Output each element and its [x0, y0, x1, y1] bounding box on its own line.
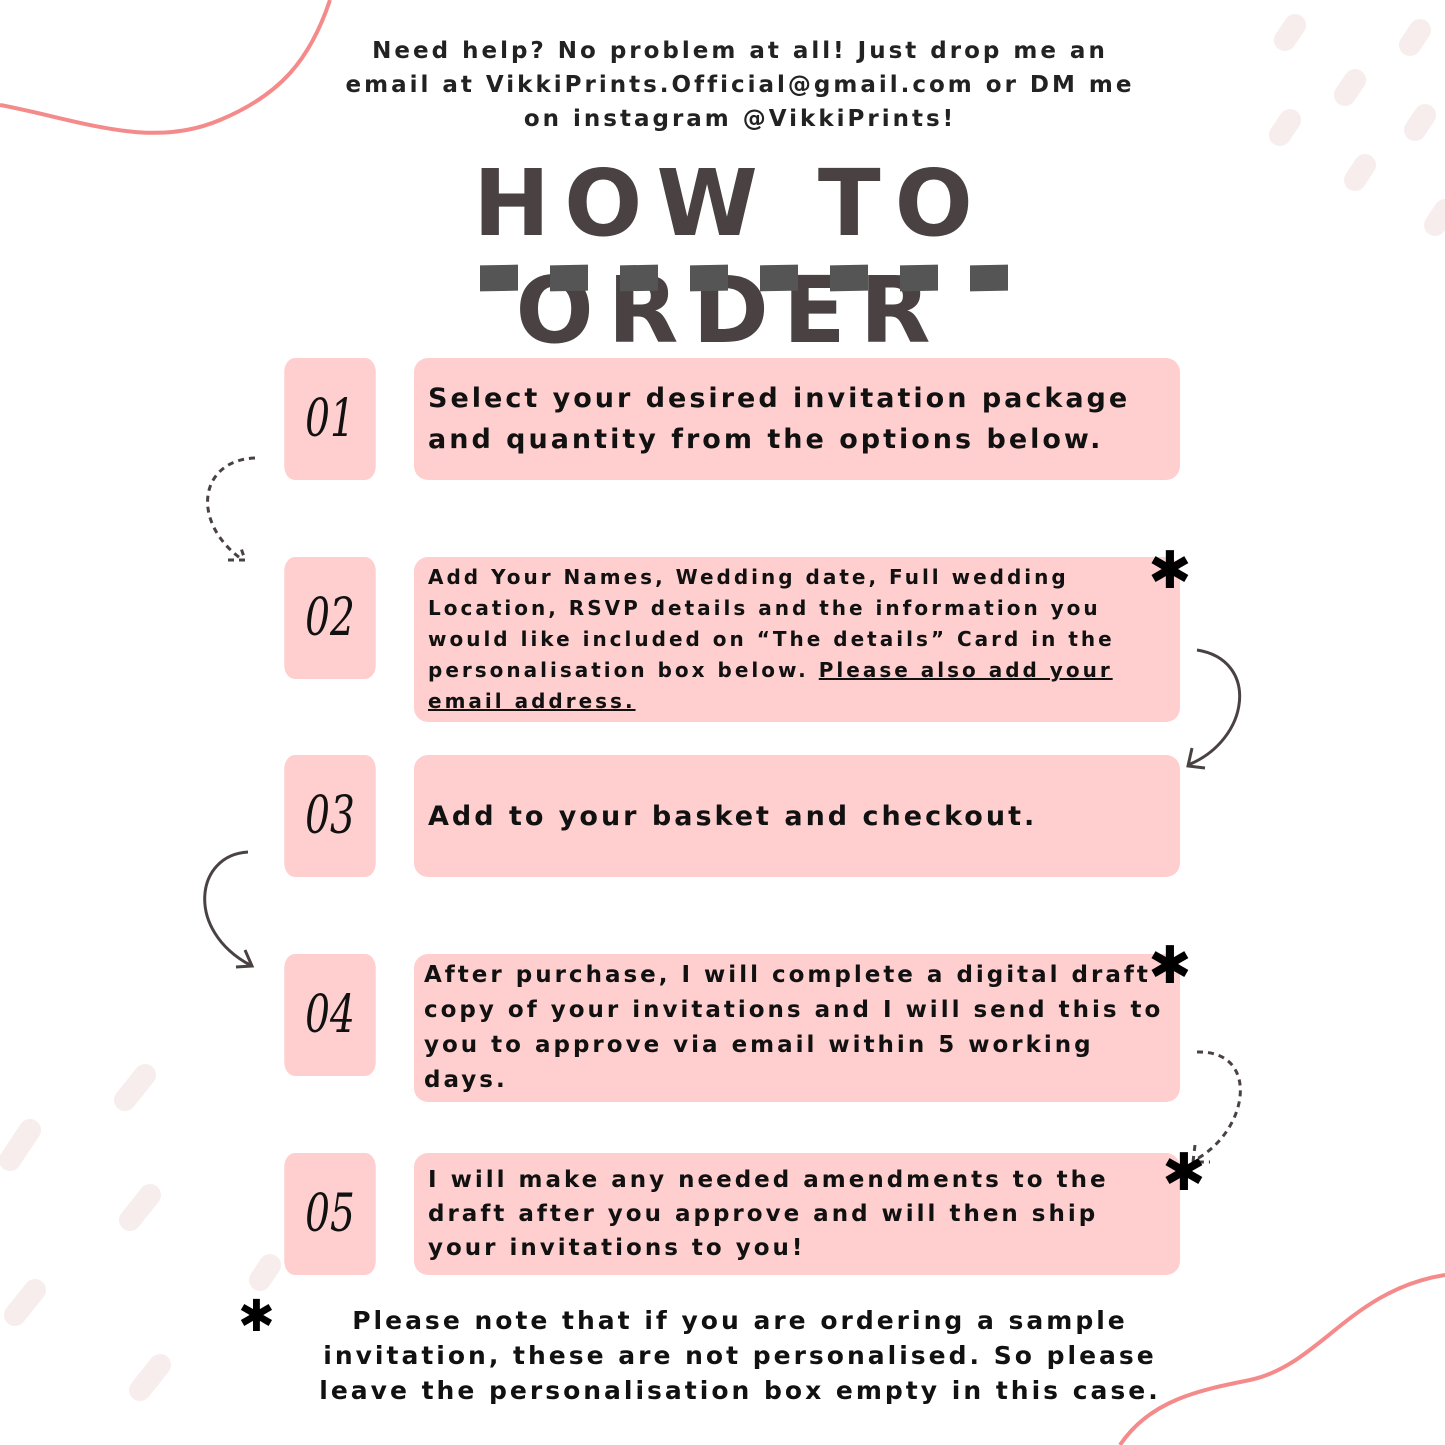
background-dashes — [0, 14, 1445, 1401]
email-reminder: Please also add your email address. — [428, 658, 1113, 713]
page-title: HOW TO ORDER — [473, 150, 987, 364]
asterisk-icon: ✱ — [1148, 541, 1192, 601]
step-1-text: Select your desired invitation package a… — [428, 383, 1131, 455]
step-number-4: 04 — [284, 954, 376, 1076]
step-2-box: Add Your Names, Wedding date, Full weddi… — [414, 557, 1180, 722]
step-5-box: I will make any needed amendments to the… — [414, 1153, 1180, 1275]
step-2-text: Add Your Names, Wedding date, Full weddi… — [428, 565, 1115, 682]
step-1-box: Select your desired invitation package a… — [414, 358, 1180, 480]
arrow-1-to-2 — [206, 456, 256, 562]
step-3-box: Add to your basket and checkout. — [414, 755, 1180, 877]
footnote: Please note that if you are ordering a s… — [319, 1306, 1161, 1405]
asterisk-icon: ✱ — [1148, 936, 1192, 996]
step-4-box: After purchase, I will complete a digita… — [414, 954, 1180, 1102]
step-5-text: I will make any needed amendments to the… — [428, 1167, 1109, 1261]
step-4-text: After purchase, I will complete a digita… — [424, 962, 1164, 1093]
step-number-5: 05 — [284, 1153, 376, 1275]
arrow-3-to-4 — [203, 850, 255, 969]
arrow-4-to-5 — [1191, 1050, 1242, 1164]
step-number-1: 01 — [284, 358, 376, 480]
help-text: Need help? No problem at all! Just drop … — [345, 38, 1135, 132]
asterisk-icon: ✱ — [1162, 1143, 1206, 1203]
step-3-text: Add to your basket and checkout. — [428, 800, 1038, 832]
arrow-2-to-3 — [1186, 648, 1242, 770]
step-number-2: 02 — [284, 557, 376, 679]
pink-curve-top — [0, 0, 332, 135]
step-number-3: 03 — [284, 755, 376, 877]
pink-curve-bottom — [1118, 1273, 1445, 1445]
dashed-divider — [480, 264, 1008, 292]
asterisk-icon: ✱ — [238, 1291, 275, 1342]
